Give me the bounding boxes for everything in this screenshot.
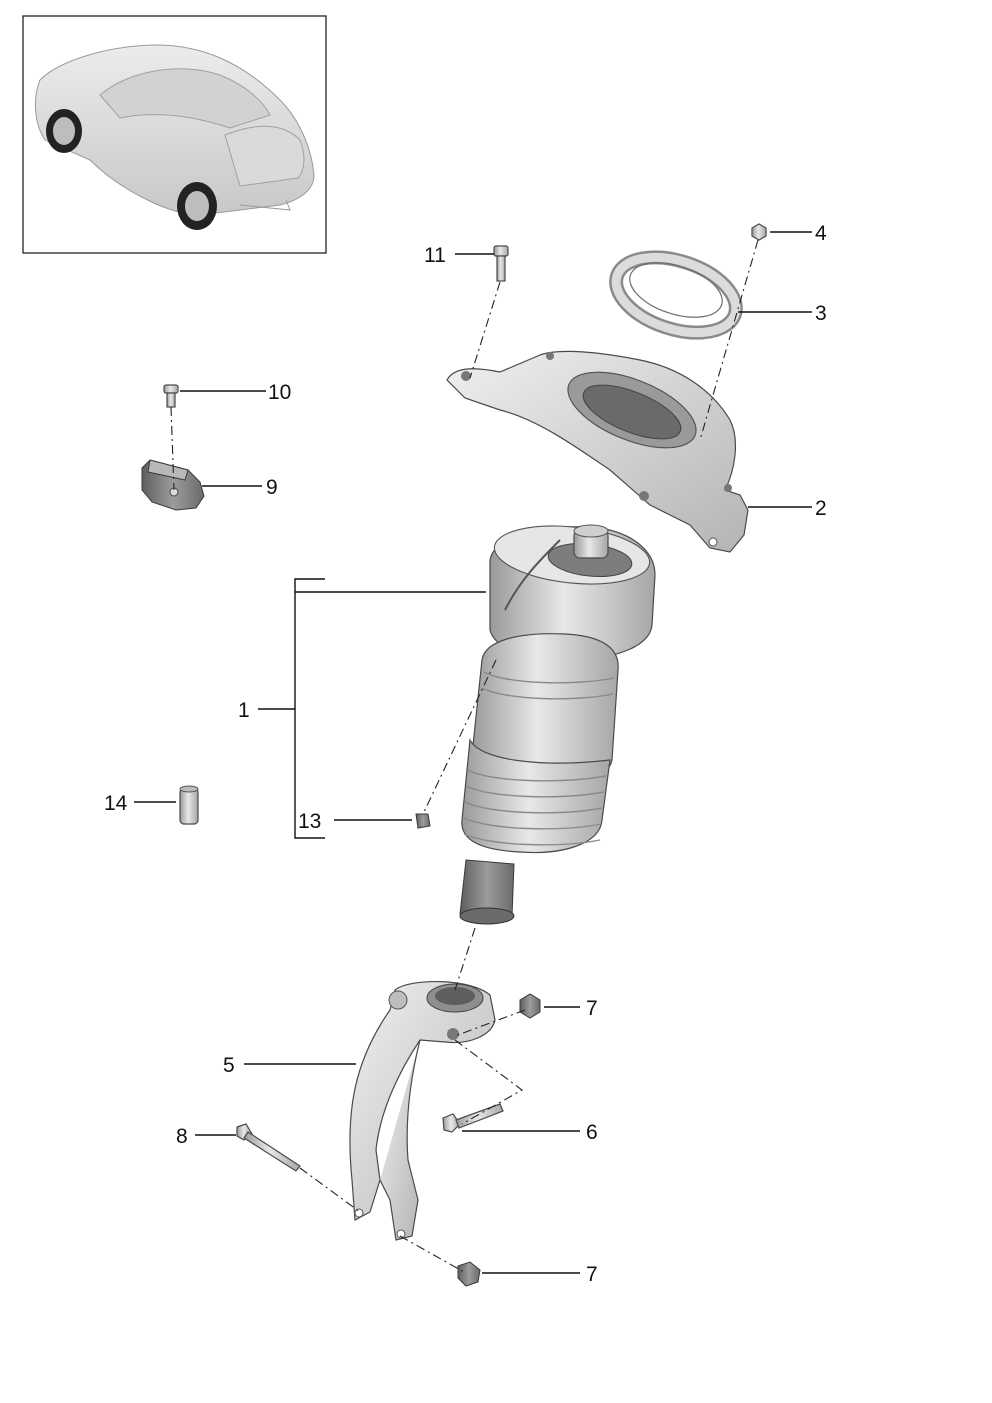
assembly-lines — [170, 239, 759, 1273]
callout-11: 11 — [424, 244, 446, 267]
callout-labels: 11 4 3 2 10 9 1 13 14 5 7 6 8 7 — [104, 222, 827, 1286]
car-illustration — [35, 44, 315, 230]
callout-7-lower: 7 — [586, 1263, 598, 1286]
part-3-ring — [609, 250, 743, 340]
callout-9: 9 — [266, 476, 278, 499]
part-6-bolt — [442, 1103, 504, 1133]
vehicle-thumbnail — [22, 15, 327, 254]
part-7-nut-lower — [457, 1261, 481, 1287]
callout-3: 3 — [815, 302, 827, 325]
callout-7-upper: 7 — [586, 997, 598, 1020]
callout-4: 4 — [815, 222, 827, 245]
part-14-sleeve — [179, 785, 199, 825]
part-10-screw — [163, 384, 179, 408]
callout-13: 13 — [298, 810, 321, 833]
part-1-air-strut — [459, 524, 656, 925]
callout-14: 14 — [104, 792, 128, 815]
part-4-nut — [751, 223, 767, 241]
part-13-plug — [415, 813, 431, 829]
part-9-sensor — [141, 459, 205, 511]
part-11-bolt — [493, 245, 509, 282]
leader-lines — [134, 231, 812, 1274]
callout-6: 6 — [586, 1121, 598, 1144]
callout-10: 10 — [268, 381, 291, 404]
part-5-fork — [349, 980, 496, 1241]
callout-2: 2 — [815, 497, 827, 520]
callout-1: 1 — [238, 699, 250, 722]
callout-8: 8 — [176, 1125, 188, 1148]
part-2-strut-mount — [446, 350, 749, 553]
part-8-long-bolt — [236, 1123, 301, 1172]
callout-5: 5 — [223, 1054, 235, 1077]
part-7-nut-upper — [519, 993, 541, 1019]
